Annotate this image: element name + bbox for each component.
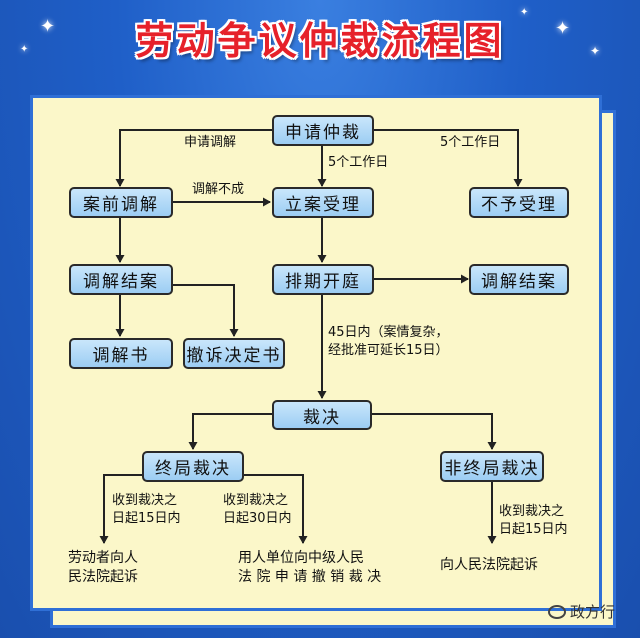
arrow-apply-to-pre-mediation bbox=[115, 129, 272, 187]
arrow-final-to-employer bbox=[244, 474, 308, 544]
outcome-employer-line1: 用人单位向中级人民 bbox=[238, 550, 364, 566]
label-deadline-line2: 经批准可延长15日） bbox=[328, 343, 449, 358]
sparkle-icon: ✦ bbox=[20, 44, 29, 55]
label-final-right-line2: 日起30日内 bbox=[223, 511, 292, 526]
sparkle-icon: ✦ bbox=[590, 44, 601, 58]
sparkle-icon: ✦ bbox=[555, 18, 571, 39]
label-nonfinal-line1: 收到裁决之 bbox=[499, 504, 565, 519]
label-final-left-line1: 收到裁决之 bbox=[112, 493, 178, 508]
arrow-award-to-final bbox=[188, 413, 272, 450]
box-schedule-hearing: 排期开庭 bbox=[272, 264, 374, 295]
label-apply-mediation: 申请调解 bbox=[184, 135, 237, 150]
watermark: 政方行 bbox=[548, 601, 615, 622]
page-title: 劳动争议仲裁流程图 bbox=[135, 19, 505, 63]
outcome-employer-line2: 法 院 申 请 撤 销 裁 决 bbox=[238, 569, 382, 585]
arrow-final-to-worker bbox=[99, 474, 142, 544]
box-withdraw-decision: 撤诉决定书 bbox=[183, 338, 285, 369]
arrow-apply-to-reject bbox=[374, 129, 523, 187]
box-reject: 不予受理 bbox=[469, 187, 569, 218]
box-mediation-closed-right: 调解结案 bbox=[469, 264, 569, 295]
sparkle-icon: ✦ bbox=[40, 16, 56, 37]
outcome-worker-line2: 民法院起诉 bbox=[68, 569, 138, 585]
label-five-days-center: 5个工作日 bbox=[328, 155, 389, 170]
wechat-icon bbox=[548, 604, 566, 619]
watermark-text: 政方行 bbox=[570, 603, 616, 621]
box-pre-mediation: 案前调解 bbox=[69, 187, 173, 218]
box-register: 立案受理 bbox=[272, 187, 374, 218]
box-mediation-closed-left: 调解结案 bbox=[69, 264, 173, 295]
label-five-days-right: 5个工作日 bbox=[440, 135, 501, 150]
outcome-worker-line1: 劳动者向人 bbox=[68, 550, 138, 566]
outcome-court: 向人民法院起诉 bbox=[440, 557, 538, 573]
arrow-award-to-nonfinal bbox=[372, 413, 497, 450]
arrow-closed-to-withdraw bbox=[172, 284, 239, 337]
box-award: 裁决 bbox=[272, 400, 372, 430]
label-mediation-failed: 调解不成 bbox=[192, 182, 245, 197]
sparkle-icon: ✦ bbox=[520, 7, 529, 18]
box-final-award: 终局裁决 bbox=[142, 451, 244, 482]
label-deadline-line1: 45日内（案情复杂， bbox=[328, 325, 449, 340]
label-final-left-line2: 日起15日内 bbox=[112, 511, 181, 526]
box-mediation-doc: 调解书 bbox=[69, 338, 173, 369]
label-final-right-line1: 收到裁决之 bbox=[223, 493, 289, 508]
box-non-final-award: 非终局裁决 bbox=[440, 451, 544, 482]
box-apply-arbitration: 申请仲裁 bbox=[272, 115, 374, 146]
label-nonfinal-line2: 日起15日内 bbox=[499, 522, 568, 537]
